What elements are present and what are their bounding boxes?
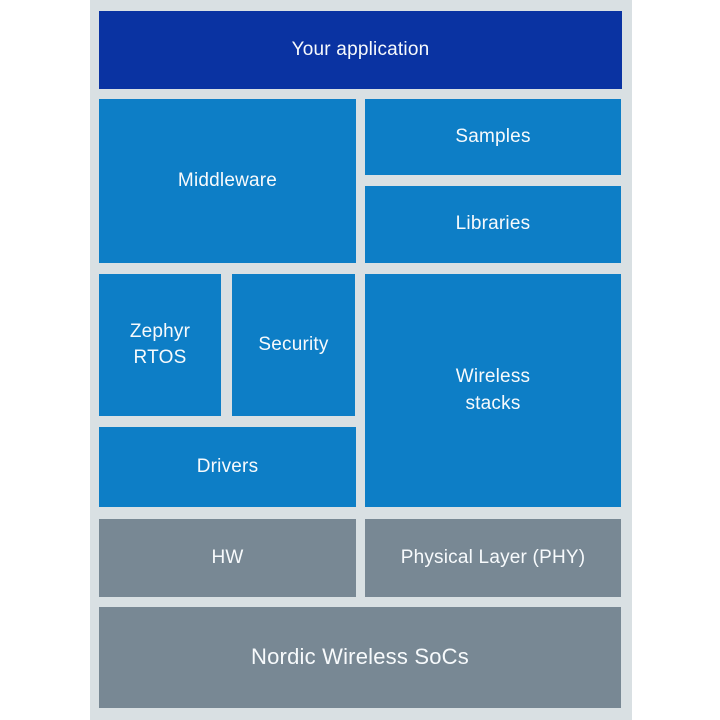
- layer-physical-layer-phy: Physical Layer (PHY): [365, 519, 621, 597]
- layer-wireless-stacks: Wireless stacks: [365, 274, 621, 507]
- layer-hw: HW: [99, 519, 356, 597]
- stack-diagram-panel: Your application Middleware Samples Libr…: [90, 0, 632, 720]
- layer-nordic-wireless-socs: Nordic Wireless SoCs: [99, 607, 621, 708]
- layer-libraries: Libraries: [365, 186, 621, 263]
- layer-drivers: Drivers: [99, 427, 356, 507]
- layer-your-application: Your application: [99, 11, 622, 89]
- layer-security: Security: [232, 274, 355, 416]
- layer-middleware: Middleware: [99, 99, 356, 263]
- layer-zephyr-rtos: Zephyr RTOS: [99, 274, 221, 416]
- layer-samples: Samples: [365, 99, 621, 175]
